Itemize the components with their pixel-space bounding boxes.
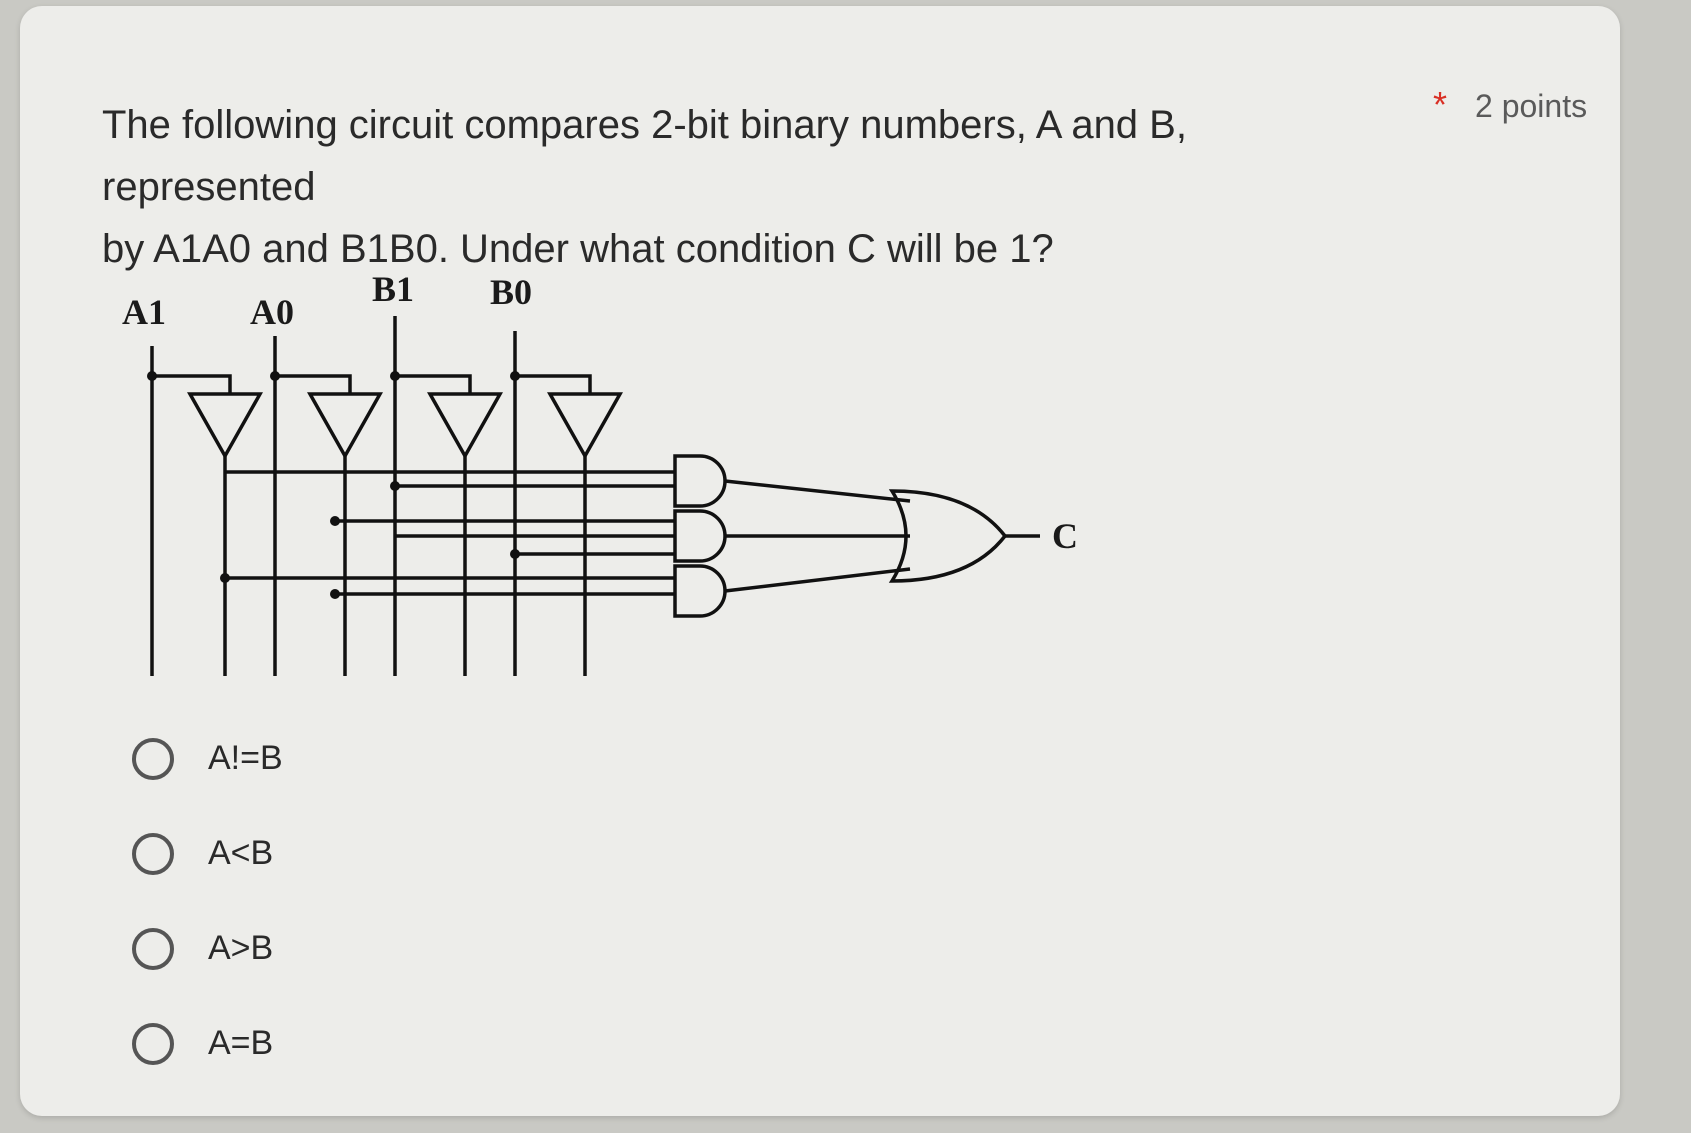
input-label-a0: A0 [250, 292, 294, 332]
option-label: A=B [208, 1024, 274, 1062]
radio-button[interactable] [132, 737, 174, 780]
question-line-1: The following circuit compares 2-bit bin… [102, 103, 1187, 209]
radio-button[interactable] [132, 832, 174, 875]
option-a-equals-b[interactable]: A=B [132, 996, 283, 1091]
option-label: A!=B [208, 739, 283, 777]
question-line-2: by A1A0 and B1B0. Under what condition C… [102, 227, 1054, 271]
points-label: 2 points [1475, 88, 1588, 124]
option-a-less-than-b[interactable]: A<B [132, 806, 283, 901]
required-asterisk: * [1433, 84, 1448, 125]
question-card: The following circuit compares 2-bit bin… [20, 6, 1620, 1116]
option-a-greater-than-b[interactable]: A>B [132, 901, 283, 996]
circuit-diagram: A1 A0 B1 B0 C [122, 276, 1078, 676]
input-label-b1: B1 [372, 276, 414, 309]
radio-button[interactable] [132, 1022, 174, 1065]
question-text: The following circuit compares 2-bit bin… [102, 94, 1402, 280]
option-label: A>B [208, 929, 274, 967]
input-label-b0: B0 [490, 276, 532, 312]
input-label-a1: A1 [122, 292, 166, 332]
answer-options: A!=B A<B A>B A=B [132, 711, 283, 1091]
radio-button[interactable] [132, 927, 174, 970]
output-label-c: C [1052, 516, 1078, 556]
option-label: A<B [208, 834, 274, 872]
option-a-not-equal-b[interactable]: A!=B [132, 711, 283, 806]
